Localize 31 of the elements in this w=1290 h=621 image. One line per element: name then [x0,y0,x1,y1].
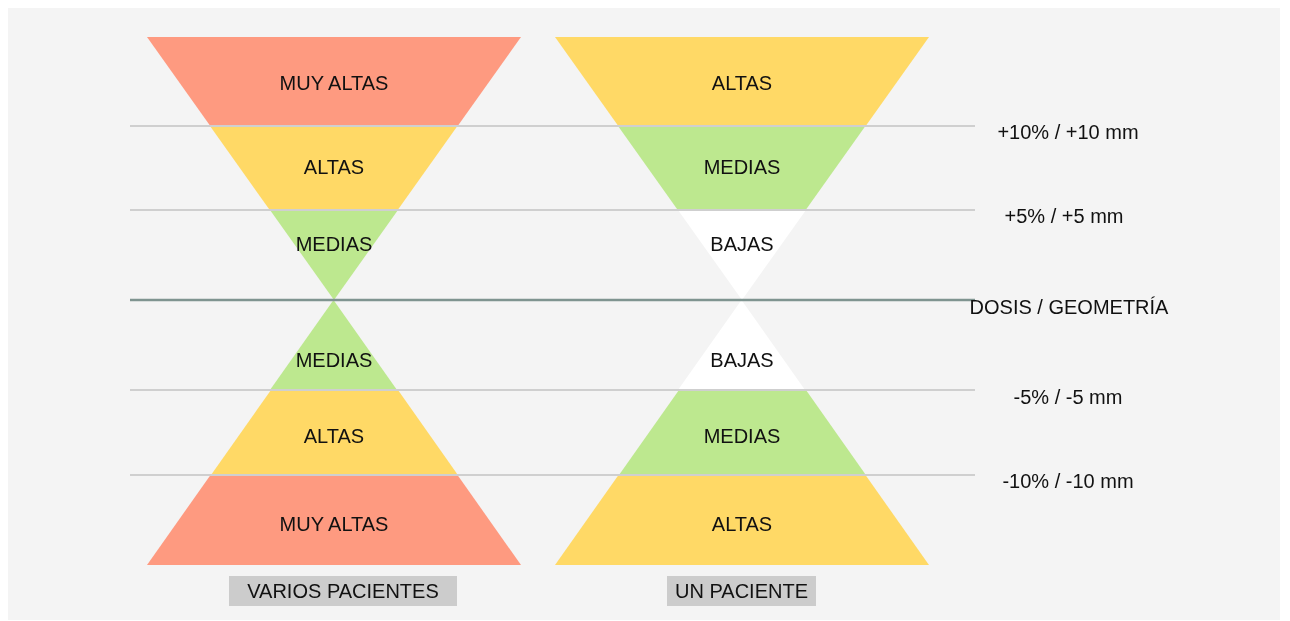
funnel-band [210,126,458,210]
band-label: MUY ALTAS [279,513,389,536]
band-label: MUY ALTAS [279,72,389,95]
column-caption: VARIOS PACIENTES [229,576,457,606]
band-label: ALTAS [711,513,773,536]
funnel-band [147,475,521,565]
funnel-band [270,300,398,390]
band-label: MEDIAS [295,233,373,256]
band-label: BAJAS [710,349,774,372]
threshold-label: -10% / -10 mm [1002,469,1134,493]
threshold-label: +10% / +10 mm [997,120,1139,144]
band-label: MEDIAS [703,156,781,179]
funnel-band [210,390,458,475]
band-label: MEDIAS [703,425,781,448]
band-label: BAJAS [710,233,774,256]
funnel-band [678,300,806,390]
threshold-label: +5% / +5 mm [1004,204,1124,228]
threshold-label: -5% / -5 mm [1013,385,1123,409]
threshold-label: DOSIS / GEOMETRÍA [969,295,1169,319]
funnel-band [147,37,521,126]
band-label: ALTAS [303,425,365,448]
band-label: MEDIAS [295,349,373,372]
funnel-band [270,210,398,300]
funnel-band [618,390,866,475]
funnel-band [618,126,866,210]
funnel-band [555,37,929,126]
band-label: ALTAS [711,72,773,95]
column-caption: UN PACIENTE [667,576,816,606]
funnel-band [555,475,929,565]
band-label: ALTAS [303,156,365,179]
funnel-band [678,210,806,300]
